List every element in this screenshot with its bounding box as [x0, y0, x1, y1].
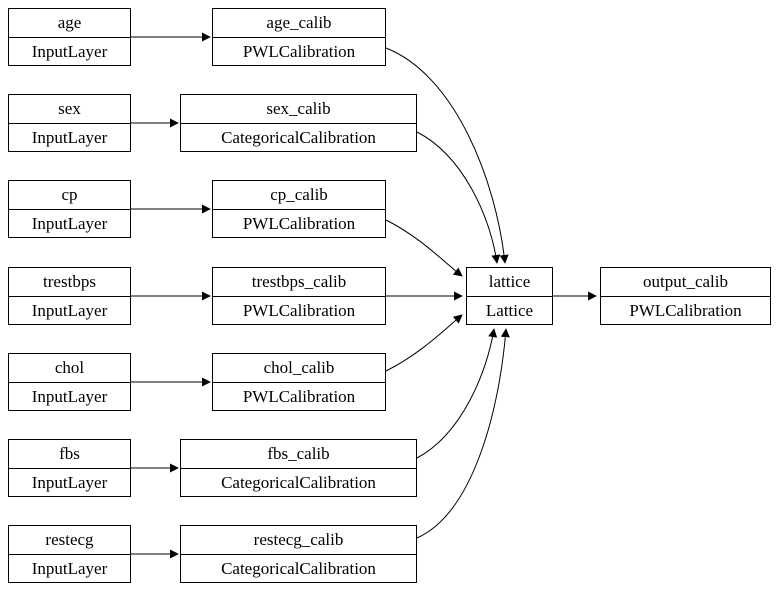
node-layer-type: InputLayer	[9, 37, 130, 65]
node-layer-type: PWLCalibration	[213, 209, 385, 237]
edge-chol-calib-to-lattice	[385, 314, 463, 372]
node-layer-type: PWLCalibration	[601, 296, 770, 324]
node-layer-type: CategoricalCalibration	[181, 468, 416, 496]
node-title: trestbps_calib	[251, 272, 347, 291]
node-title: restecg	[45, 530, 94, 549]
node-layer-type: Lattice	[467, 296, 552, 324]
node-layer-type: InputLayer	[9, 296, 130, 324]
node-title: output_calib	[643, 272, 728, 291]
node-layer-type: PWLCalibration	[213, 296, 385, 324]
node-chol-calib: chol_calib PWLCalibration	[212, 353, 386, 411]
node-title: fbs	[59, 444, 80, 463]
node-fbs-calib: fbs_calib CategoricalCalibration	[180, 439, 417, 497]
node-title: cp_calib	[270, 185, 328, 204]
node-layer-type: CategoricalCalibration	[181, 554, 416, 582]
edge-sex-calib-to-lattice	[416, 131, 501, 264]
node-layer-type: InputLayer	[9, 382, 130, 410]
node-cp-calib: cp_calib PWLCalibration	[212, 180, 386, 238]
node-title: lattice	[488, 272, 531, 291]
node-chol: chol InputLayer	[8, 353, 131, 411]
node-layer-type: PWLCalibration	[213, 382, 385, 410]
node-layer-type: InputLayer	[9, 554, 130, 582]
node-layer-type: CategoricalCalibration	[181, 123, 416, 151]
node-age: age InputLayer	[8, 8, 131, 66]
node-title: age_calib	[266, 13, 332, 32]
node-title: sex_calib	[266, 99, 331, 118]
edge-cp-calib-to-lattice	[385, 219, 463, 277]
node-title: cp	[61, 185, 78, 204]
node-title: restecg_calib	[253, 530, 344, 549]
node-sex: sex InputLayer	[8, 94, 131, 152]
node-output-calib: output_calib PWLCalibration	[600, 267, 771, 325]
node-title: fbs_calib	[267, 444, 330, 463]
node-fbs: fbs InputLayer	[8, 439, 131, 497]
node-trestbps: trestbps InputLayer	[8, 267, 131, 325]
node-layer-type: PWLCalibration	[213, 37, 385, 65]
node-layer-type: InputLayer	[9, 209, 130, 237]
node-title: age	[57, 13, 82, 32]
node-restecg: restecg InputLayer	[8, 525, 131, 583]
edge-restecg-calib-to-lattice	[416, 328, 510, 539]
node-sex-calib: sex_calib CategoricalCalibration	[180, 94, 417, 152]
node-age-calib: age_calib PWLCalibration	[212, 8, 386, 66]
node-title: chol_calib	[263, 358, 335, 377]
node-title: chol	[54, 358, 85, 377]
edge-fbs-calib-to-lattice	[416, 328, 498, 459]
node-restecg-calib: restecg_calib CategoricalCalibration	[180, 525, 417, 583]
edge-age-calib-to-lattice	[385, 47, 509, 264]
node-layer-type: InputLayer	[9, 468, 130, 496]
node-cp: cp InputLayer	[8, 180, 131, 238]
node-layer-type: InputLayer	[9, 123, 130, 151]
node-trestbps-calib: trestbps_calib PWLCalibration	[212, 267, 386, 325]
node-lattice: lattice Lattice	[466, 267, 553, 325]
node-title: trestbps	[43, 272, 96, 291]
node-title: sex	[58, 99, 81, 118]
